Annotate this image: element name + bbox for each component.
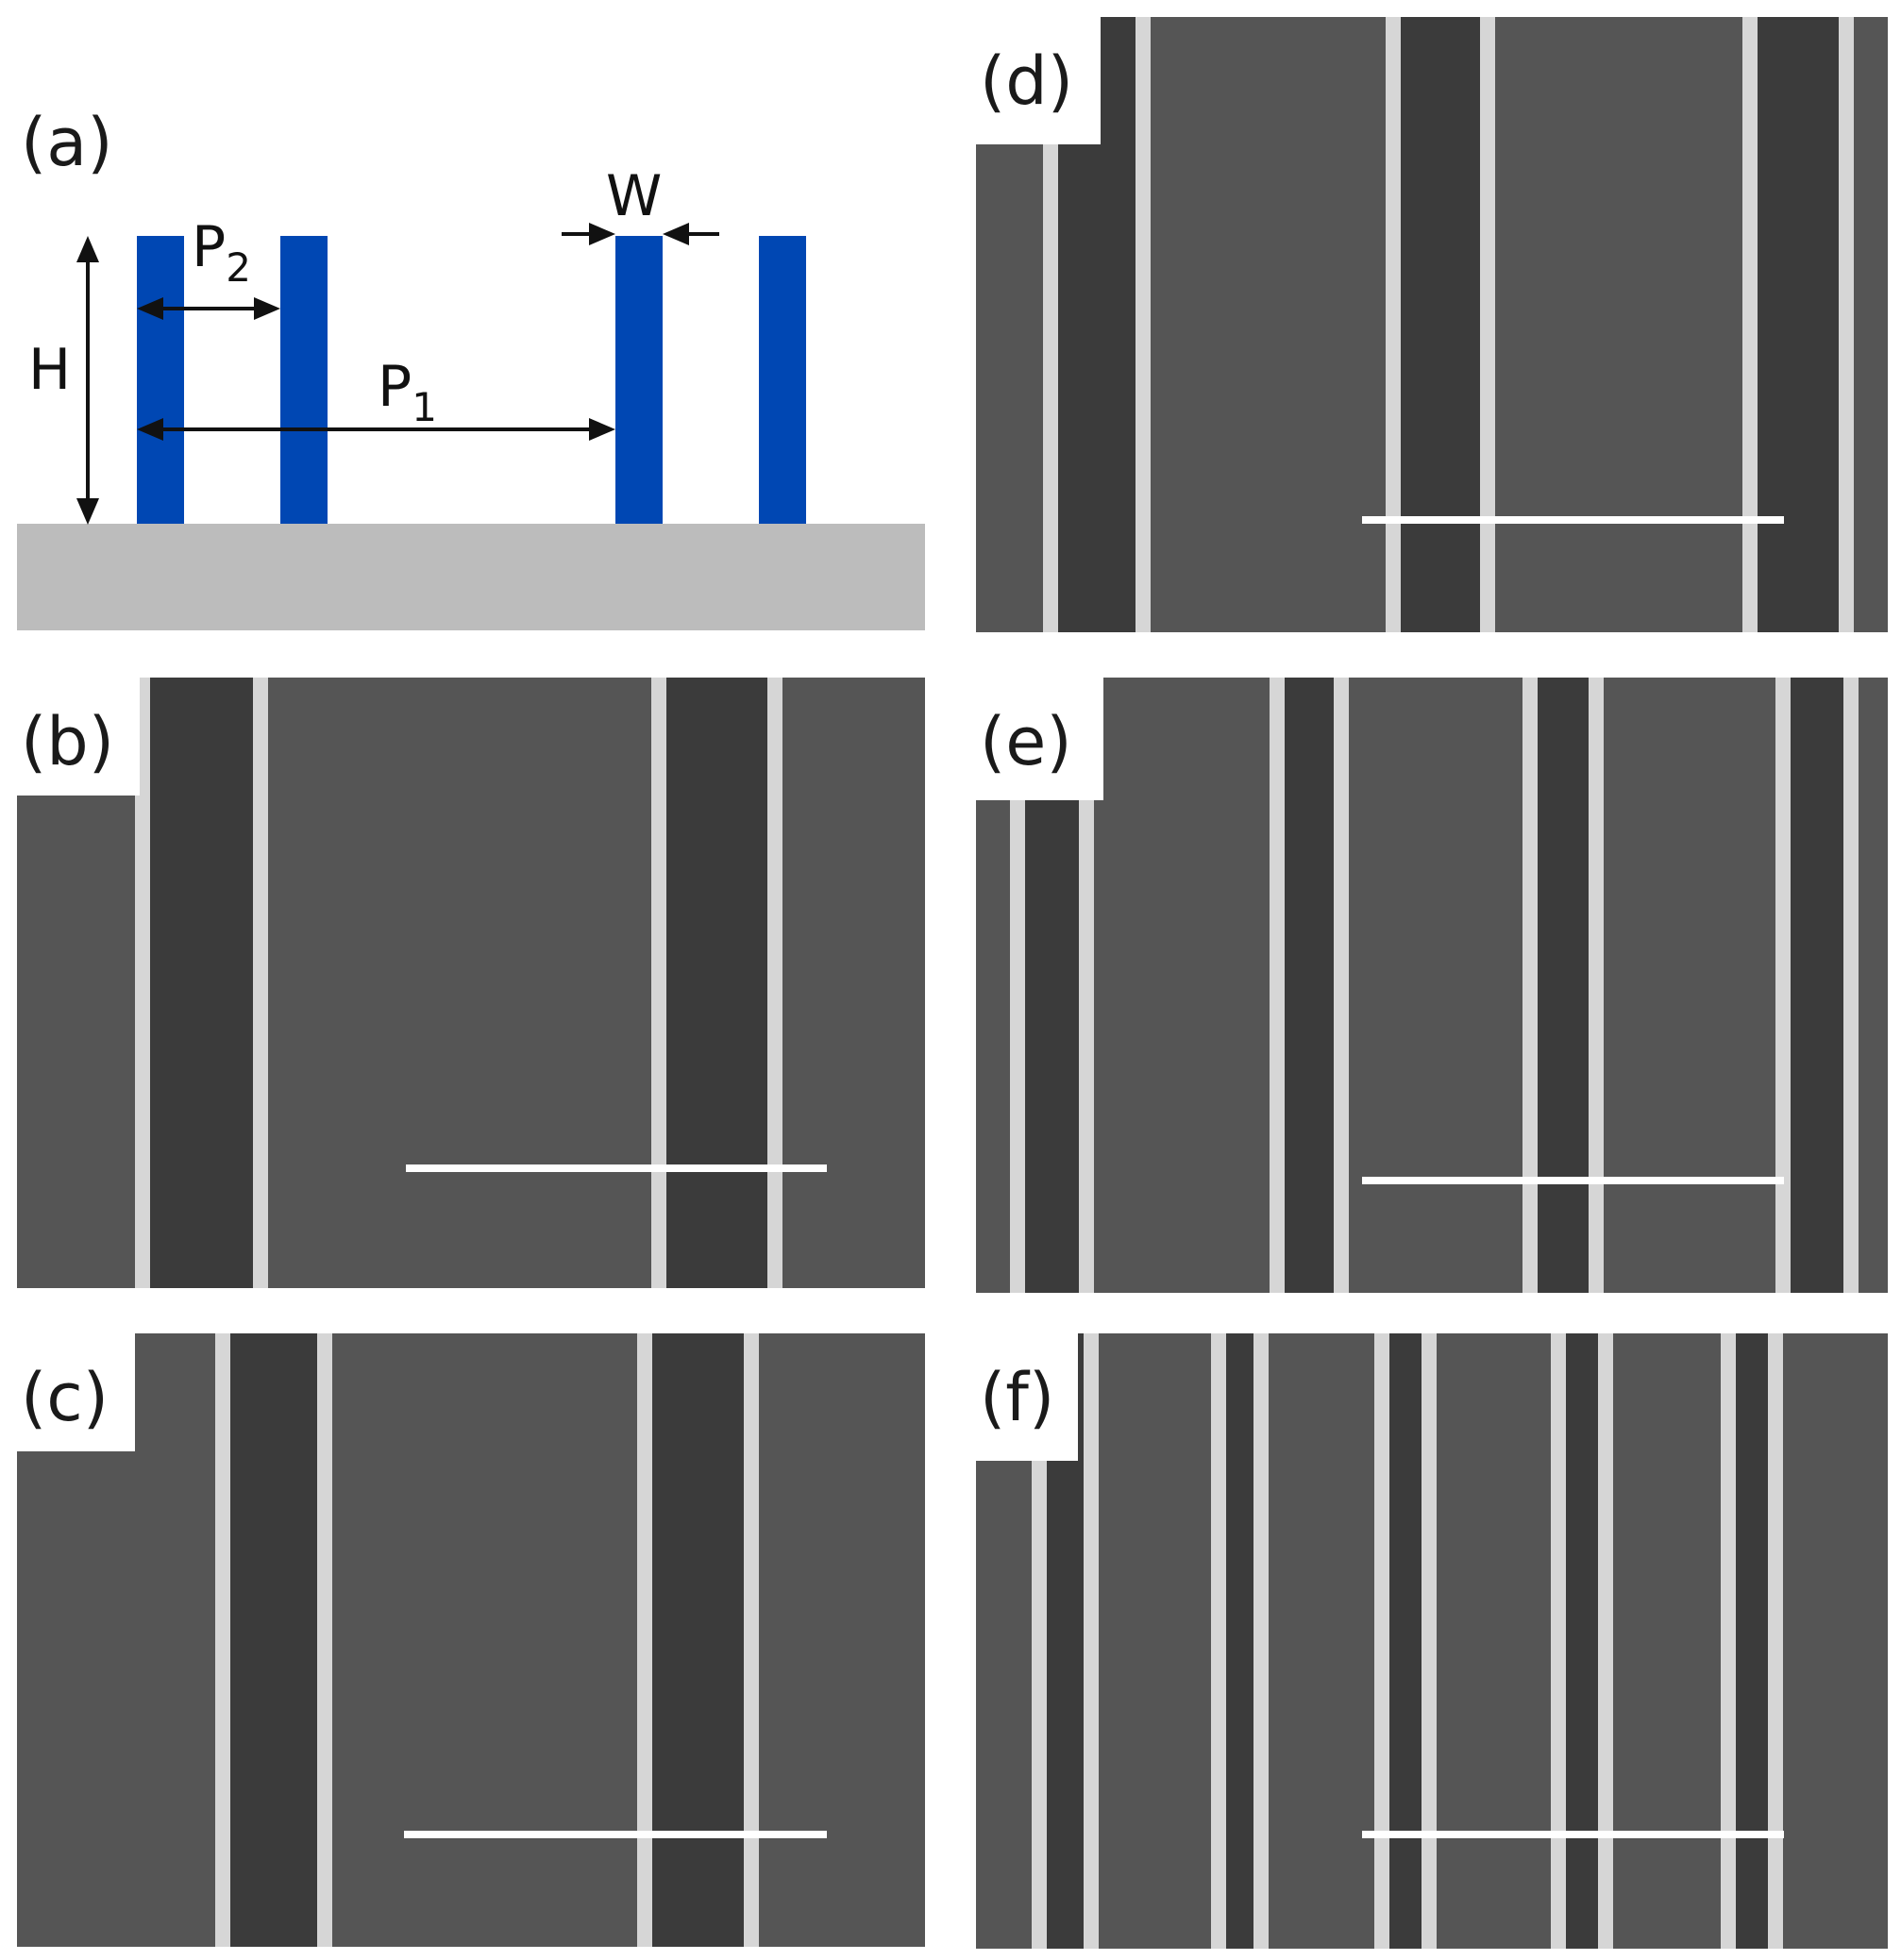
trench-2 — [1276, 678, 1340, 1293]
line-edge-right-1 — [1084, 1333, 1099, 1949]
line-edge-left-2 — [1386, 17, 1401, 632]
panel-label-c: (c) — [21, 1359, 109, 1436]
trench-2 — [1392, 17, 1487, 632]
trench-4 — [1782, 678, 1850, 1293]
line-edge-left-3 — [1374, 1333, 1389, 1949]
scale-bar — [406, 1164, 827, 1172]
panel-label-f: (f) — [980, 1359, 1054, 1436]
line-edge-right-1 — [1136, 17, 1151, 632]
scale-bar — [404, 1831, 827, 1838]
line-edge-right-1 — [253, 678, 268, 1288]
micrograph-background — [17, 1333, 925, 1947]
line-edge-right-1 — [1079, 678, 1094, 1293]
sem-panels: (b) (c) (d) (e) (f) — [17, 17, 1888, 1949]
line-edge-left-1 — [135, 678, 150, 1288]
sem-panel-d: (d) — [976, 17, 1888, 632]
substrate — [17, 524, 925, 630]
line-edge-right-2 — [767, 678, 782, 1288]
pitch1-arrow — [137, 418, 615, 441]
trench-2 — [658, 678, 774, 1288]
line-edge-right-2 — [744, 1333, 759, 1947]
line-edge-right-2 — [1334, 678, 1349, 1293]
line-edge-left-4 — [1775, 678, 1791, 1293]
sem-panel-b: (b) — [17, 678, 925, 1288]
panel-label-e: (e) — [980, 703, 1072, 780]
trench-2 — [644, 1333, 750, 1947]
line-edge-right-5 — [1768, 1333, 1783, 1949]
trench-1 — [222, 1333, 324, 1947]
width-label: W — [606, 163, 662, 229]
line-edge-left-2 — [1270, 678, 1285, 1293]
panel-label-background — [976, 17, 1101, 144]
scale-bar — [1362, 1831, 1784, 1838]
panel-label-d: (d) — [980, 42, 1073, 120]
panel-label-background — [976, 1333, 1078, 1461]
line-3 — [615, 236, 663, 524]
height-label: H — [28, 337, 71, 403]
line-edge-left-2 — [651, 678, 666, 1288]
panel-a: H P2 P1 W (a) — [17, 104, 925, 630]
line-edge-right-3 — [1422, 1333, 1437, 1949]
line-edge-right-2 — [1253, 1333, 1269, 1949]
line-edge-left-3 — [1742, 17, 1758, 632]
line-edge-left-4 — [1551, 1333, 1566, 1949]
sem-panel-f: (f) — [976, 1333, 1888, 1949]
panel-label-background — [17, 1333, 135, 1451]
scale-bar — [1362, 1177, 1784, 1184]
line-edge-left-2 — [637, 1333, 652, 1947]
line-edge-right-2 — [1480, 17, 1495, 632]
panel-label-background — [17, 678, 140, 796]
width-arrows — [562, 223, 719, 245]
micrograph-background — [976, 678, 1888, 1293]
height-arrow — [76, 236, 99, 525]
line-edge-left-1 — [1010, 678, 1025, 1293]
scale-bar — [1362, 516, 1784, 524]
panel-label-background — [976, 678, 1103, 800]
line-edge-left-2 — [1211, 1333, 1226, 1949]
line-edge-right-3 — [1839, 17, 1854, 632]
line-edge-right-4 — [1598, 1333, 1613, 1949]
pitch2-arrow — [137, 297, 280, 320]
line-4 — [759, 236, 806, 524]
line-edge-right-4 — [1843, 678, 1859, 1293]
line-edge-left-1 — [215, 1333, 230, 1947]
line-1 — [137, 236, 184, 524]
line-edge-left-1 — [1032, 1333, 1047, 1949]
panel-label-b: (b) — [21, 703, 114, 780]
line-2 — [280, 236, 328, 524]
sem-panel-e: (e) — [976, 678, 1888, 1293]
line-edge-left-1 — [1043, 17, 1058, 632]
panel-label-a: (a) — [21, 104, 113, 181]
trench-3 — [1749, 17, 1845, 632]
sem-panel-c: (c) — [17, 1333, 925, 1947]
trench-3 — [1529, 678, 1595, 1293]
pitch2-label: P2 — [192, 214, 251, 291]
line-edge-left-3 — [1522, 678, 1538, 1293]
trench-1 — [142, 678, 260, 1288]
line-edge-right-1 — [317, 1333, 332, 1947]
line-edge-left-5 — [1721, 1333, 1736, 1949]
pitch1-label: P1 — [378, 354, 437, 430]
line-edge-right-3 — [1589, 678, 1604, 1293]
